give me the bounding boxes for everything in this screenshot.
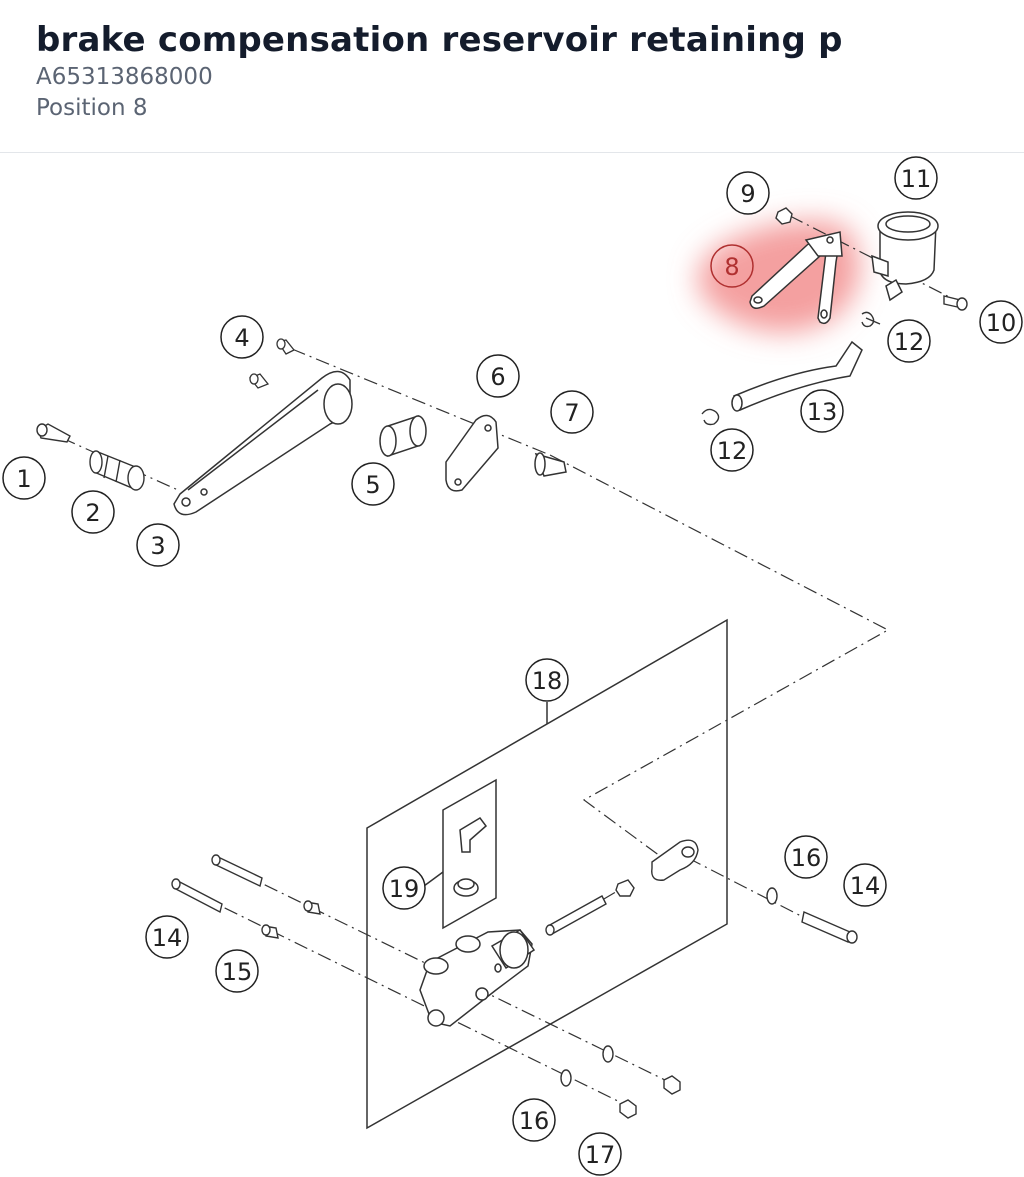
- callout-19[interactable]: 19: [382, 866, 426, 910]
- callout-7[interactable]: 7: [550, 390, 594, 434]
- svg-text:1: 1: [16, 465, 31, 493]
- part-12-clamps: [701, 311, 881, 426]
- svg-text:13: 13: [807, 398, 838, 426]
- svg-text:3: 3: [150, 532, 165, 560]
- part-10-screw: [943, 295, 968, 311]
- part-number: A65313868000: [36, 64, 213, 90]
- callout-12-upper[interactable]: 12: [887, 319, 931, 363]
- callout-10[interactable]: 10: [979, 300, 1023, 344]
- callout-8-highlighted[interactable]: 8: [710, 244, 754, 288]
- position-label: Position 8: [36, 95, 148, 121]
- page-title: brake compensation reservoir retaining p: [36, 20, 843, 60]
- callout-2[interactable]: 2: [71, 490, 115, 534]
- part-1-bolt: [36, 423, 71, 443]
- callout-5[interactable]: 5: [351, 462, 395, 506]
- svg-text:16: 16: [791, 844, 822, 872]
- part-15-spacers: [261, 900, 321, 939]
- part-8-retaining-plate: [749, 231, 843, 325]
- part-19-seal-kit-box: [423, 778, 497, 930]
- svg-text:12: 12: [717, 437, 748, 465]
- callout-15[interactable]: 15: [215, 949, 259, 993]
- part-7-rod-end: [534, 452, 567, 477]
- callout-17[interactable]: 17: [578, 1132, 622, 1176]
- part-2-footpeg: [89, 450, 145, 491]
- callout-12-lower[interactable]: 12: [710, 428, 754, 472]
- callout-4[interactable]: 4: [220, 315, 264, 359]
- callout-14-right[interactable]: 14: [843, 863, 887, 907]
- svg-text:14: 14: [152, 924, 183, 952]
- svg-text:14: 14: [850, 872, 881, 900]
- part-18-kit-outline: [366, 618, 728, 1130]
- part-13-hose: [731, 340, 863, 412]
- svg-text:7: 7: [564, 399, 579, 427]
- parts-diagram-svg: 1 2 3 4 5 6 7 8 9 10 11 12 12 13 14 14 1…: [2, 156, 1023, 1176]
- callout-9[interactable]: 9: [726, 171, 770, 215]
- svg-text:12: 12: [894, 328, 925, 356]
- svg-text:9: 9: [740, 180, 755, 208]
- svg-text:4: 4: [234, 324, 249, 352]
- part-9-nut: [775, 207, 793, 225]
- callout-14-left[interactable]: 14: [145, 915, 189, 959]
- callout-group: 1 2 3 4 5 6 7 8 9 10 11 12 12 13 14 14 1…: [2, 156, 1023, 1176]
- svg-text:5: 5: [365, 471, 380, 499]
- part-5-bushing: [379, 414, 427, 458]
- svg-text:18: 18: [532, 667, 563, 695]
- master-cylinder: [419, 929, 536, 1027]
- part-4-bolts: [248, 338, 296, 389]
- svg-text:2: 2: [85, 499, 100, 527]
- part-6-plate: [445, 414, 499, 492]
- callout-6[interactable]: 6: [476, 354, 520, 398]
- svg-text:11: 11: [901, 165, 932, 193]
- callout-16-right[interactable]: 16: [784, 835, 828, 879]
- svg-text:15: 15: [222, 958, 253, 986]
- page-header: brake compensation reservoir retaining p…: [0, 0, 1024, 153]
- callout-11[interactable]: 11: [894, 156, 938, 200]
- exploded-parts-diagram: 1 2 3 4 5 6 7 8 9 10 11 12 12 13 14 14 1…: [0, 154, 1024, 1177]
- svg-text:19: 19: [389, 875, 420, 903]
- svg-text:6: 6: [490, 363, 505, 391]
- svg-text:10: 10: [986, 309, 1017, 337]
- callout-18[interactable]: 18: [525, 658, 569, 702]
- callout-1[interactable]: 1: [2, 456, 46, 500]
- part-14-bolts: [171, 854, 858, 944]
- part-3-brake-lever: [173, 370, 353, 516]
- callout-16-bottom[interactable]: 16: [512, 1098, 556, 1142]
- push-rod-parts: [545, 839, 699, 936]
- callout-3[interactable]: 3: [136, 523, 180, 567]
- callout-13[interactable]: 13: [800, 389, 844, 433]
- svg-text:16: 16: [519, 1107, 550, 1135]
- part-16-17-hardware: [560, 887, 778, 1119]
- svg-text:17: 17: [585, 1141, 616, 1169]
- svg-text:8: 8: [724, 253, 739, 281]
- part-11-reservoir: [871, 211, 939, 302]
